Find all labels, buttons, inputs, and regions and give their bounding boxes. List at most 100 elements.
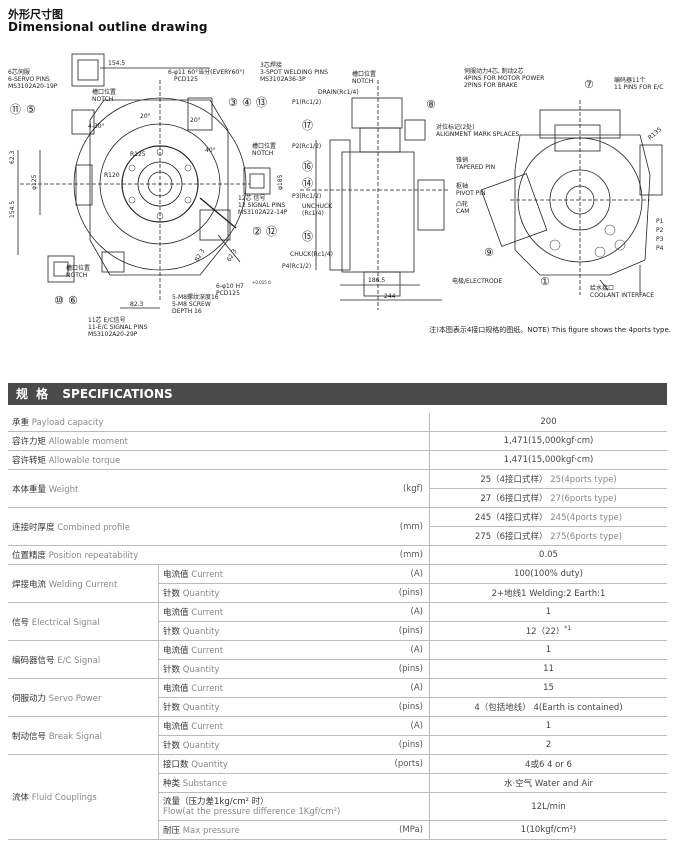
- position-unit: (mm): [379, 545, 430, 565]
- sub-label-cn: 流量（压力差1kg/cm² 时）: [163, 796, 269, 807]
- spot-welding-model: MS3102A36-3P: [260, 76, 306, 83]
- screw-en: 5-M8 SCREW: [172, 301, 211, 308]
- row-unit: (ports): [379, 754, 430, 774]
- weight-value-2-en: 27(6ports type): [550, 494, 617, 504]
- row-value: 12（22）: [525, 627, 565, 637]
- spec-title-cn: 规 格: [16, 387, 51, 401]
- group-label-cn: 制动信号: [12, 731, 47, 742]
- servo-pins-cn: 6芯伺服: [8, 68, 30, 76]
- spec-title-en: SPECIFICATIONS: [62, 387, 173, 401]
- sub-label-cn: 电流值: [163, 608, 189, 618]
- profile-unit: (mm): [379, 507, 430, 546]
- port-p3: P3: [656, 236, 664, 243]
- callout-12: ⑫: [266, 225, 277, 238]
- dim-186-5: 186.5: [368, 277, 385, 284]
- middle-view: [300, 80, 450, 310]
- sub-label-cn: 针数: [163, 665, 181, 675]
- coolant-en: COOLANT INTERFACE: [590, 292, 654, 299]
- callout-6: ⑥: [68, 294, 78, 307]
- tapered-pin-cn: 锥销: [456, 156, 468, 164]
- row-label-en: Payload capacity: [31, 418, 104, 428]
- row-value: 2+地线1 Welding:2 Earth:1: [429, 583, 667, 603]
- sub-label-en: Quantity: [182, 741, 220, 751]
- page-title-en: Dimensional outline drawing: [8, 20, 208, 34]
- sub-label-en: Max pressure: [182, 826, 240, 836]
- row-unit: [379, 773, 430, 793]
- group-label-en: Break Signal: [48, 731, 103, 742]
- dimensional-outline-drawing: 6芯伺服 6-SERVO PINS MS3102A20-19P ⑪ ⑤ 槽口位置…: [8, 53, 664, 338]
- table-row: 信号 Electrical Signal 电流值 Current (A) 1: [8, 602, 667, 641]
- holes-top-1: 6-φ11 60°当分(EVERY60°): [168, 68, 245, 76]
- callout-13: ⑬: [256, 96, 267, 109]
- row-label-en: Allowable moment: [48, 437, 129, 447]
- sub-label-cn: 针数: [163, 741, 181, 751]
- table-row: 本体重量 Weight (kgf) 25（4接口式样） 25(4ports ty…: [8, 469, 667, 508]
- drawing-note: 注)本图表示4接口规格的图纸。NOTE) This figure shows t…: [429, 326, 671, 334]
- alignment-en: ALIGNMENT MARK SPLACES: [436, 131, 520, 138]
- callout-16: ⑯: [302, 160, 313, 173]
- row-value: 1,471(15,000kgf·cm): [429, 450, 667, 470]
- row-unit: (A): [379, 564, 430, 584]
- group-label-cn: 伺服动力: [12, 693, 47, 704]
- row-label-en: Allowable torque: [48, 456, 121, 466]
- holes-bottom-2: PCD125: [216, 290, 240, 297]
- profile-value-2-en: 275(6ports type): [550, 532, 623, 542]
- pivot-pin-en: PIVOT PIN: [456, 190, 486, 197]
- row-unit: (pins): [379, 659, 430, 679]
- weight-label-en: Weight: [48, 484, 79, 495]
- notch-right-cn: 槽口位置: [252, 142, 276, 150]
- notch-top-en: NOTCH: [92, 96, 113, 103]
- sub-label-en: Quantity: [182, 665, 220, 675]
- signal-pins-cn: 12芯 信号: [238, 194, 266, 202]
- row-value: 2: [429, 735, 667, 755]
- sub-label-cn: 耐压: [163, 826, 181, 836]
- table-row: 编码器信号 E/C Signal 电流值 Current (A) 1: [8, 640, 667, 679]
- row-label-cn: 承重: [12, 418, 30, 428]
- cam-en: CAM: [456, 208, 469, 215]
- cam-cn: 凸轮: [456, 200, 468, 208]
- dim-62-3-v: 62.3: [9, 150, 16, 164]
- notch-top-cn: 槽口位置: [92, 88, 116, 96]
- notch-mid-cn: 槽口位置: [352, 70, 376, 78]
- group-label-en: Electrical Signal: [31, 617, 100, 628]
- profile-value-1: 245（4接口式样）: [474, 513, 548, 523]
- row-value: 4或6 4 or 6: [429, 754, 667, 774]
- sub-label-en: Current: [191, 608, 224, 618]
- position-label-cn: 位置精度: [12, 551, 47, 561]
- p4-label: P4(Rc1/2): [282, 263, 311, 270]
- encoder-cn: 编码器11个: [614, 76, 646, 84]
- row-label-cn: 容许转矩: [12, 456, 47, 466]
- signal-pins-en: 12 SIGNAL PINS: [238, 202, 285, 209]
- position-value: 0.05: [429, 545, 667, 565]
- group-label-en: Welding Current: [48, 579, 118, 590]
- weight-value-2: 27（6接口式样）: [480, 494, 548, 504]
- table-row: 流体 Fluid Couplings 接口数 Quantity (ports) …: [8, 754, 667, 840]
- row-unit: [379, 413, 430, 432]
- row-value: 12L/min: [429, 792, 667, 821]
- angle-40: 40°: [205, 147, 216, 154]
- table-row: 制动信号 Break Signal 电流值 Current (A) 1: [8, 716, 667, 755]
- sub-label-en: Quantity: [191, 760, 228, 770]
- sub-label-en: Current: [191, 646, 224, 656]
- phi-125: φ125: [31, 174, 38, 190]
- row-value: 11: [429, 659, 667, 679]
- sub-label-cn: 针数: [163, 589, 181, 599]
- table-row: 连接时厚度 Combined profile (mm) 245（4接口式样） 2…: [8, 507, 667, 546]
- p3-label: P3(Rc1/2): [292, 193, 321, 200]
- table-row: 27（6接口式样） 27(6ports type): [8, 488, 667, 508]
- group-label-cn: 焊接电流: [12, 579, 47, 590]
- sub-label-cn: 电流值: [163, 570, 189, 580]
- sub-label-en: Quantity: [182, 627, 220, 637]
- notch-right-en: NOTCH: [252, 150, 273, 157]
- profile-value-2: 275（6接口式样）: [474, 532, 548, 542]
- sub-label-en: Current: [191, 722, 224, 732]
- row-unit: (A): [379, 640, 430, 660]
- table-row: 伺服动力 Servo Power 电流值 Current (A) 15: [8, 678, 667, 717]
- left-view: [17, 53, 271, 309]
- notch-mid-en: NOTCH: [352, 78, 373, 85]
- group-label-en: E/C Signal: [57, 655, 101, 666]
- table-row: 承重 Payload capacity 200: [8, 413, 667, 432]
- tapered-pin-en: TAPERED PIN: [455, 164, 495, 171]
- callout-10: ⑩: [54, 294, 64, 307]
- weight-label-cn: 本体重量: [12, 484, 47, 495]
